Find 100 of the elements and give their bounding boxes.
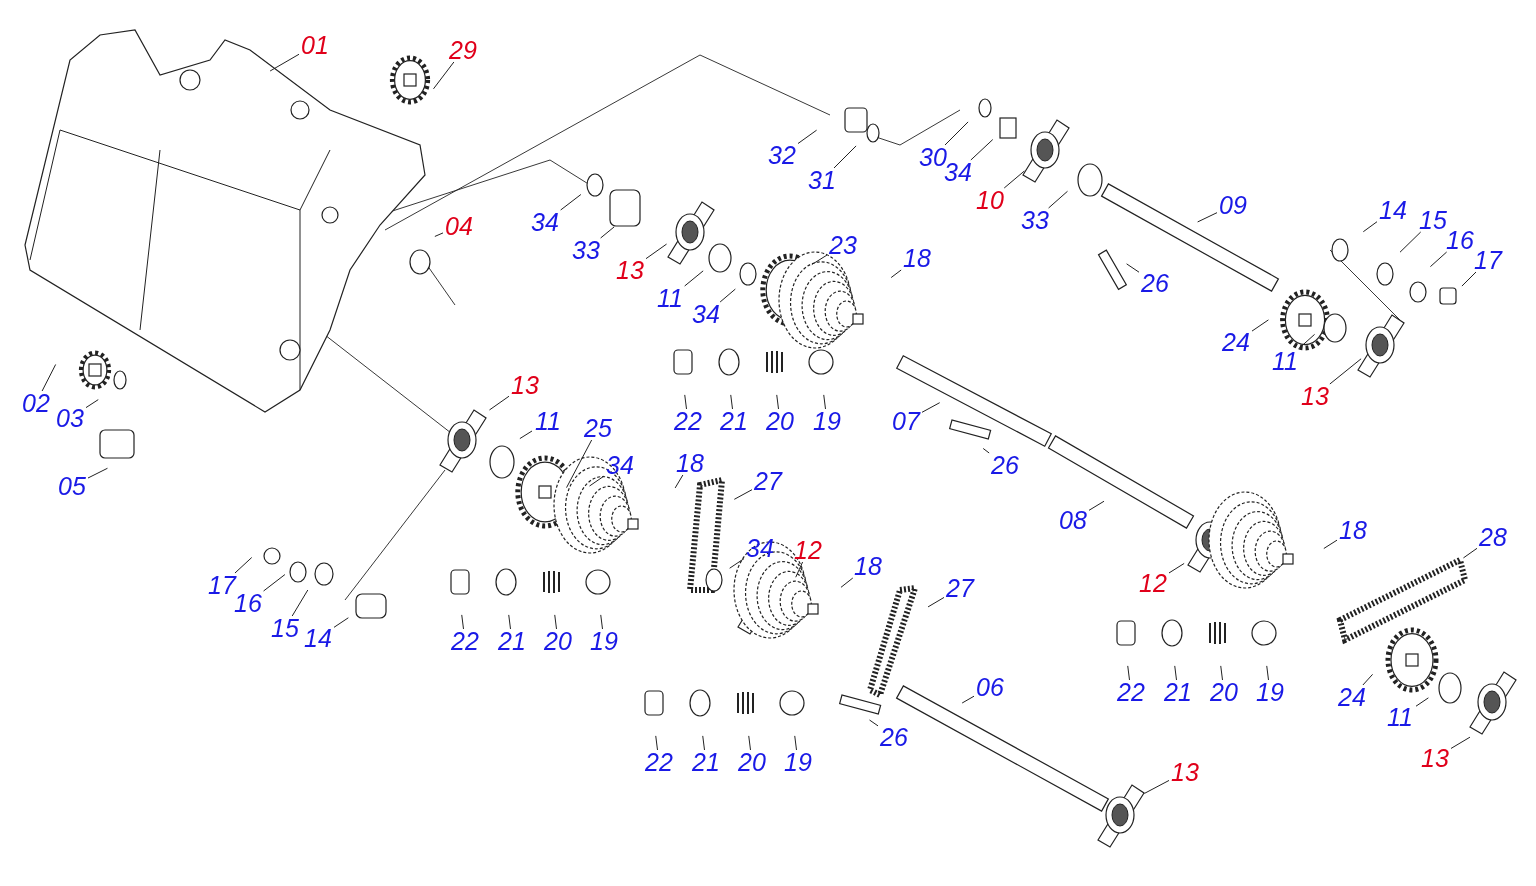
callout-number: 22 xyxy=(645,749,673,775)
callout-number: 29 xyxy=(449,37,477,63)
leader-line xyxy=(291,589,309,617)
leader-line xyxy=(684,270,704,287)
callout-number: 10 xyxy=(976,187,1004,213)
callout-number: 11 xyxy=(1272,348,1298,374)
leader-line xyxy=(1329,358,1362,385)
callout-number: 20 xyxy=(1210,679,1238,705)
callout-number: 34 xyxy=(531,209,559,235)
callout-number: 22 xyxy=(674,408,702,434)
callout-number: 18 xyxy=(854,553,882,579)
callout-number: 21 xyxy=(498,628,526,654)
leader-line xyxy=(729,558,745,569)
leader-line xyxy=(1048,190,1068,209)
callout-number: 15 xyxy=(1419,207,1447,233)
leader-line xyxy=(733,489,753,500)
callout-number: 17 xyxy=(208,572,236,598)
callout-number: 22 xyxy=(1117,679,1145,705)
leader-line xyxy=(461,614,464,630)
leader-line xyxy=(1362,221,1378,233)
callout-number: 14 xyxy=(1379,197,1407,223)
leader-line xyxy=(1003,170,1025,189)
leader-line xyxy=(85,399,99,409)
callout-number: 22 xyxy=(451,628,479,654)
leader-line xyxy=(263,574,286,592)
leader-line xyxy=(566,439,593,489)
leader-line xyxy=(1399,231,1422,253)
leader-line xyxy=(1143,779,1170,794)
leader-line xyxy=(1088,500,1105,511)
callout-number: 19 xyxy=(1256,679,1284,705)
leader-line xyxy=(234,557,253,574)
callout-number: 27 xyxy=(754,468,782,494)
leader-line xyxy=(434,232,444,237)
leader-line xyxy=(1362,673,1374,686)
callout-number: 11 xyxy=(657,285,683,311)
leader-line xyxy=(890,269,902,279)
callout-number: 08 xyxy=(1059,507,1087,533)
leader-line xyxy=(1462,547,1478,559)
leader-line xyxy=(41,363,57,392)
callout-number: 11 xyxy=(535,408,561,434)
callout-number: 20 xyxy=(766,408,794,434)
callout-number: 28 xyxy=(1479,524,1507,550)
leader-line xyxy=(333,617,349,628)
callout-number: 14 xyxy=(304,625,332,651)
callout-number: 13 xyxy=(1421,745,1449,771)
callout-number: 25 xyxy=(584,415,612,441)
leader-line xyxy=(1266,665,1269,681)
callout-number: 13 xyxy=(1171,759,1199,785)
leader-line xyxy=(508,614,511,630)
callout-number: 16 xyxy=(234,590,262,616)
callout-number: 21 xyxy=(1164,679,1192,705)
leader-line xyxy=(1251,319,1269,332)
callout-number: 20 xyxy=(738,749,766,775)
callout-number: 34 xyxy=(692,301,720,327)
leader-line xyxy=(1450,736,1471,749)
callout-number: 12 xyxy=(1139,570,1167,596)
callout-number: 24 xyxy=(1338,684,1366,710)
callout-number: 11 xyxy=(1387,704,1413,730)
callout-number: 33 xyxy=(572,237,600,263)
callout-number: 31 xyxy=(808,167,836,193)
callout-number: 18 xyxy=(676,450,704,476)
callout-number: 18 xyxy=(903,245,931,271)
leader-line xyxy=(560,194,582,211)
leader-line xyxy=(840,577,854,588)
callout-number: 15 xyxy=(271,615,299,641)
leader-line xyxy=(1220,665,1223,681)
leader-line xyxy=(87,467,108,479)
leader-line xyxy=(1323,539,1338,549)
callout-number: 07 xyxy=(892,408,920,434)
callout-number: 13 xyxy=(1301,383,1329,409)
callout-number: 17 xyxy=(1474,247,1502,273)
leader-line xyxy=(1168,562,1185,574)
leader-line xyxy=(1297,333,1316,350)
leader-line xyxy=(748,735,751,751)
callout-number: 05 xyxy=(58,473,86,499)
leader-line xyxy=(833,145,857,169)
callout-number: 34 xyxy=(746,535,774,561)
leader-line xyxy=(432,61,455,90)
leader-line xyxy=(982,447,990,454)
leader-line xyxy=(645,243,668,260)
callout-number: 09 xyxy=(1219,192,1247,218)
callout-number: 19 xyxy=(590,628,618,654)
leader-line xyxy=(684,394,687,410)
leader-line xyxy=(269,53,300,72)
callout-number: 19 xyxy=(813,408,841,434)
leader-line xyxy=(811,254,828,266)
callout-number: 16 xyxy=(1446,227,1474,253)
leader-line xyxy=(927,596,945,608)
leader-line xyxy=(519,430,533,440)
callout-number: 23 xyxy=(829,232,857,258)
leader-line xyxy=(674,474,684,489)
callout-number: 26 xyxy=(991,452,1019,478)
leader-line xyxy=(600,226,615,239)
callout-number: 18 xyxy=(1339,517,1367,543)
leader-line xyxy=(970,139,994,161)
leader-line xyxy=(797,129,818,144)
callout-number: 04 xyxy=(445,213,473,239)
leader-line xyxy=(554,614,557,630)
callout-number: 13 xyxy=(511,372,539,398)
leader-line xyxy=(1429,251,1448,268)
